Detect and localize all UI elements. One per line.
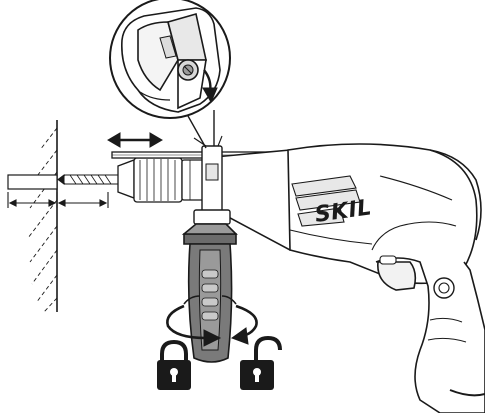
double-arrow-icon (107, 132, 163, 148)
workpiece-wall (27, 120, 58, 313)
handle-clamp (193, 135, 231, 225)
detail-magnified-clamp (121, 7, 221, 113)
drilled-hole (7, 174, 58, 190)
drill-body (203, 143, 482, 285)
lock-closed-icon (157, 339, 191, 390)
chuck (117, 157, 205, 203)
arrow-down-icon (202, 69, 218, 104)
drill-bit (57, 174, 121, 185)
pistol-grip (375, 255, 485, 413)
depth-dimension (7, 192, 109, 208)
auxiliary-handle (181, 223, 238, 363)
lock-open-icon (240, 335, 282, 390)
rotation-arrows-icon (166, 295, 258, 347)
